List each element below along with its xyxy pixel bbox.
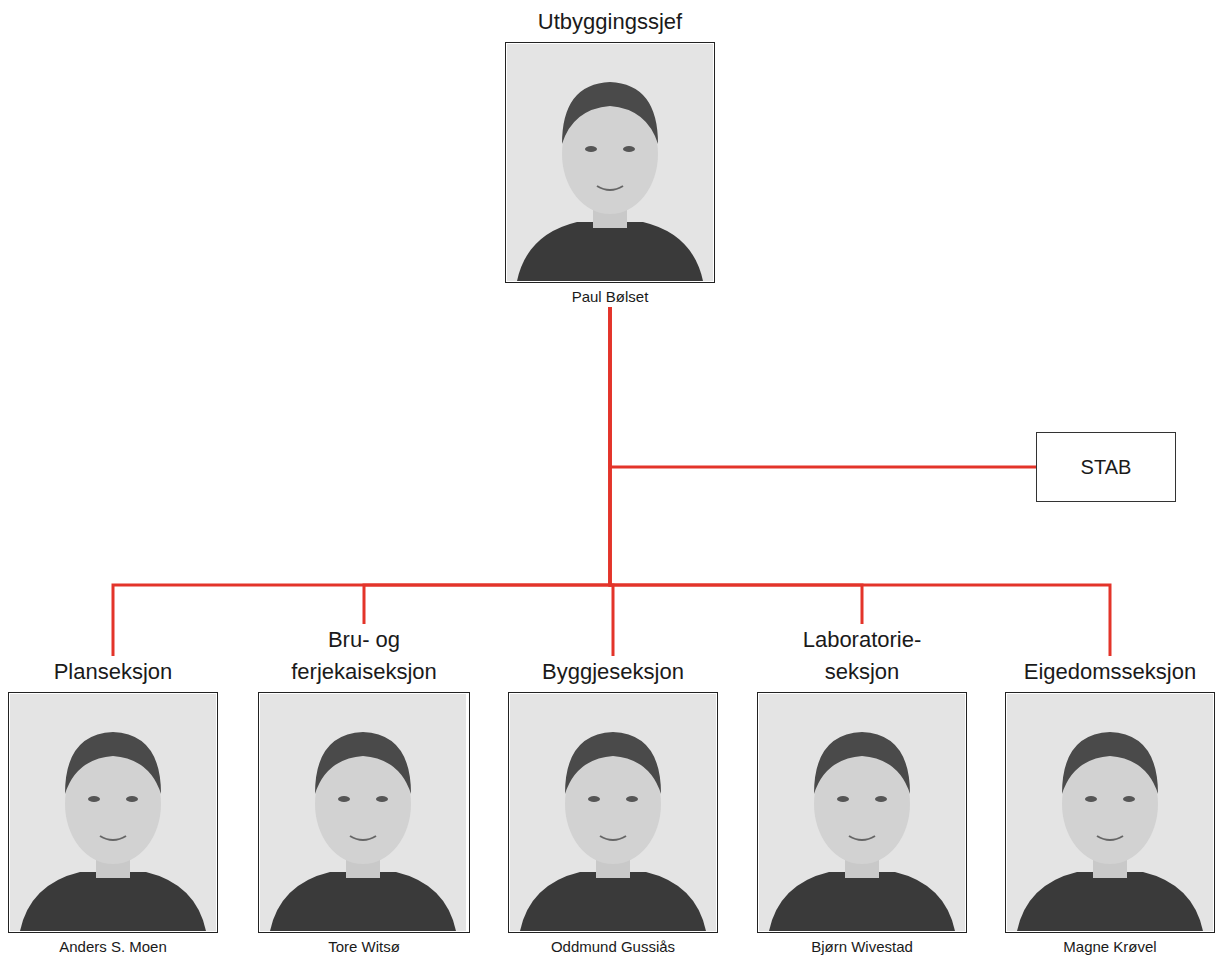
position-card: Bru- og ferjekaiseksjonTore Witsø — [258, 624, 470, 957]
photo-frame — [757, 692, 967, 933]
position-card: PlanseksjonAnders S. Moen — [8, 656, 218, 957]
unit-heading: Laboratorie- seksjon — [782, 624, 942, 688]
person-name: Tore Witsø — [258, 937, 470, 957]
unit-heading: Byggjeseksjon — [508, 656, 718, 688]
person-name: Paul Bølset — [505, 287, 715, 307]
org-connector — [610, 307, 1110, 656]
person-name: Oddmund Gussiås — [508, 937, 718, 957]
org-connector — [610, 307, 862, 624]
position-card: EigedomsseksjonMagne Krøvel — [1005, 656, 1215, 957]
unit-heading: Utbyggingssjef — [505, 6, 715, 38]
position-card: Laboratorie- seksjonBjørn Wivestad — [757, 624, 967, 957]
photo-frame — [508, 692, 718, 933]
person-name: Magne Krøvel — [1005, 937, 1215, 957]
position-card: ByggjeseksjonOddmund Gussiås — [508, 656, 718, 957]
photo-frame — [1005, 692, 1215, 933]
photo-frame — [505, 42, 715, 283]
position-card: UtbyggingssjefPaul Bølset — [505, 6, 715, 307]
photo-frame — [258, 692, 470, 933]
org-connector — [610, 307, 1036, 467]
person-name: Bjørn Wivestad — [757, 937, 967, 957]
unit-heading: Eigedomsseksjon — [1005, 656, 1215, 688]
org-connector — [364, 307, 610, 624]
staff-label: STAB — [1067, 448, 1146, 487]
unit-heading: Bru- og ferjekaiseksjon — [269, 624, 459, 688]
photo-frame — [8, 692, 218, 933]
staff-box: STAB — [1036, 432, 1176, 502]
person-name: Anders S. Moen — [8, 937, 218, 957]
unit-heading: Planseksjon — [8, 656, 218, 688]
org-connector — [113, 307, 610, 656]
